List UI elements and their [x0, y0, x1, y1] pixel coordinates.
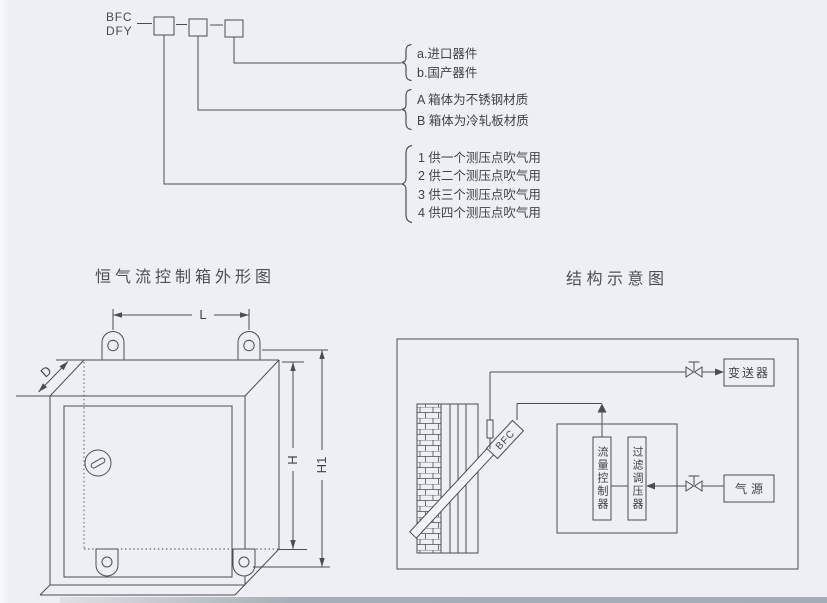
dim-l-arrow-right [240, 312, 249, 318]
wall-brick-border [416, 403, 442, 554]
model-series: BFC DFY [106, 10, 133, 38]
code-options-points: 1 供一个测压点吹气用 2 供二个测压点吹气用 3 供三个测压点吹气用 4 供四… [418, 149, 541, 223]
dim-h1-arrow-bottom [319, 558, 325, 567]
code-line-1 [163, 35, 401, 185]
door-lock-handle [84, 449, 112, 477]
code-box-1 [153, 16, 175, 36]
mounting-lug-bottom-right [232, 548, 256, 577]
code-options-components: a.进口器件 b.国产器件 [417, 45, 477, 83]
structure-schematic: BFC [396, 338, 799, 570]
schematic-title: 结构示意图 [566, 271, 669, 288]
mounting-lug-bottom-left [95, 548, 119, 577]
pressure-tap-fitting [486, 419, 494, 439]
valve-top-body [685, 366, 703, 378]
code-line-3 [233, 37, 401, 64]
brace-group-1 [401, 43, 412, 82]
option-three-points: 3 供三个测压点吹气用 [418, 187, 541, 202]
flow-controller-label: 流量控制器 [596, 446, 608, 511]
air-source-label: 气源 [734, 482, 767, 496]
code-dashes [137, 23, 223, 26]
outline-drawing: L D H H1 [16, 307, 330, 596]
code-box-3 [224, 19, 244, 38]
valve-top-stem [688, 361, 700, 371]
option-imported: a.进口器件 [417, 47, 478, 61]
dim-label-height: H [285, 455, 300, 464]
schematic-border [396, 338, 799, 570]
code-box-2 [188, 18, 208, 37]
dim-label-total-height: H1 [314, 457, 329, 474]
box-left-diagonal [49, 359, 85, 397]
dim-label-length: L [199, 307, 206, 322]
page-bottom-shadow [60, 597, 827, 603]
box-front-face [49, 395, 246, 586]
mounting-lug-top-left [101, 331, 125, 361]
option-two-points: 2 供二个测压点吹气用 [418, 169, 541, 184]
dim-d-arrow-upper [59, 361, 68, 371]
valve-air-body [685, 480, 703, 492]
filter-regulator-box [627, 436, 647, 521]
series-name-bfc: BFC [106, 10, 133, 24]
box-bottom-skirt [39, 584, 235, 596]
air-source-box [723, 474, 775, 503]
transmitter-label: 变送器 [727, 366, 770, 380]
chamber-box [556, 423, 678, 534]
box-door [63, 405, 233, 578]
brace-group-2 [401, 88, 412, 131]
box-right-diagonal [244, 359, 280, 397]
dim-h-arrow-top [290, 362, 296, 371]
outline-title: 恒气流控制箱外形图 [95, 269, 276, 286]
arrow-into-regulator [646, 482, 655, 490]
filter-regulator-label: 过滤调压器 [631, 446, 643, 511]
dim-l-arrow-left [113, 312, 122, 318]
lug-hole-bottom-left [101, 556, 113, 568]
arrow-up-flow [597, 403, 607, 413]
option-one-point: 1 供一个测压点吹气用 [418, 151, 541, 165]
lug-hole-bottom-right [238, 556, 250, 568]
brace-group-3 [401, 144, 413, 224]
lug-hole-top-right [243, 339, 255, 352]
valve-air-stem [688, 475, 700, 485]
signal-line [489, 371, 716, 420]
door-lock-slot [90, 457, 106, 469]
model-code-diagram [137, 16, 413, 224]
dim-l-extensions [112, 309, 250, 330]
arrow-into-transmitter [715, 368, 724, 376]
lug-hole-top-left [107, 339, 119, 352]
option-stainless: A 箱体为不锈钢材质 [417, 93, 529, 107]
flow-controller-box [592, 436, 612, 521]
transmitter-box [723, 358, 775, 387]
dim-h-arrow-bottom [290, 540, 296, 549]
code-options-material: A 箱体为不锈钢材质 B 箱体为冷轧板材质 [417, 90, 529, 131]
pipe-label-plate [485, 419, 525, 460]
option-four-points: 4 供四个测压点吹气用 [418, 206, 541, 221]
dim-d-arrow-lower [38, 383, 48, 392]
dim-h1-extensions [253, 349, 330, 568]
box-hidden-edges [83, 362, 279, 550]
option-domestic: b.国产器件 [417, 66, 478, 80]
box-bottom-right-diagonal [234, 548, 280, 596]
dim-h1-arrow-top [319, 350, 325, 359]
code-line-2 [197, 36, 401, 111]
page-left-edge [0, 0, 9, 603]
option-cold-rolled: B 箱体为冷轧板材质 [417, 113, 529, 128]
blow-line [516, 403, 603, 437]
series-name-dfy: DFY [106, 23, 133, 38]
mounting-lug-top-right [237, 331, 261, 361]
